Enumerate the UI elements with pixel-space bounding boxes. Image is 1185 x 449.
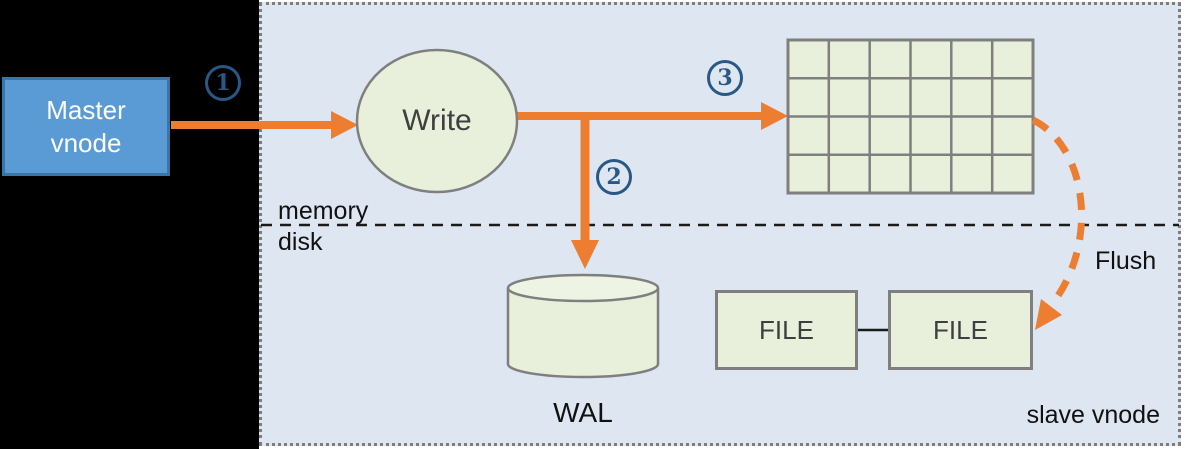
- wal-cylinder: [506, 273, 660, 379]
- flush-arrow: [1031, 116, 1086, 330]
- memtable-grid: [786, 38, 1035, 195]
- file-label-right: FILE: [933, 314, 988, 345]
- file-box-right: FILE: [888, 290, 1033, 370]
- memory-label: memory: [278, 197, 369, 225]
- file-label-left: FILE: [759, 314, 814, 345]
- arrow-step3-head: [761, 102, 788, 130]
- flush-arrow-curve: [1031, 116, 1086, 306]
- file-box-left: FILE: [715, 290, 858, 370]
- step-1-number: 1: [215, 70, 231, 96]
- arrow-step1: [171, 111, 358, 139]
- master-vnode-label-line1: Master: [46, 95, 126, 125]
- slave-vnode-label: slave vnode: [1026, 401, 1160, 429]
- arrow-step2: [571, 113, 599, 269]
- wal-label: WAL: [553, 397, 613, 428]
- master-vnode-box: Master vnode: [2, 77, 170, 176]
- step-3-badge: 3: [707, 60, 743, 96]
- step-1-badge: 1: [205, 65, 241, 101]
- arrow-step2-head: [571, 240, 599, 269]
- flush-label: Flush: [1095, 247, 1157, 275]
- memtable-grid-lines: [788, 40, 1033, 193]
- disk-label: disk: [278, 228, 323, 256]
- wal-cylinder-top: [506, 273, 660, 303]
- write-ellipse: [355, 48, 519, 194]
- step-2-badge: 2: [596, 159, 632, 195]
- master-vnode-label-line2: vnode: [50, 127, 122, 158]
- write-label: Write: [402, 104, 472, 137]
- flush-arrow-head: [1035, 299, 1062, 330]
- arrow-step3: [514, 102, 788, 130]
- arrow-step1-head: [331, 111, 358, 139]
- step-2-number: 2: [606, 164, 622, 190]
- step-3-number: 3: [717, 65, 733, 91]
